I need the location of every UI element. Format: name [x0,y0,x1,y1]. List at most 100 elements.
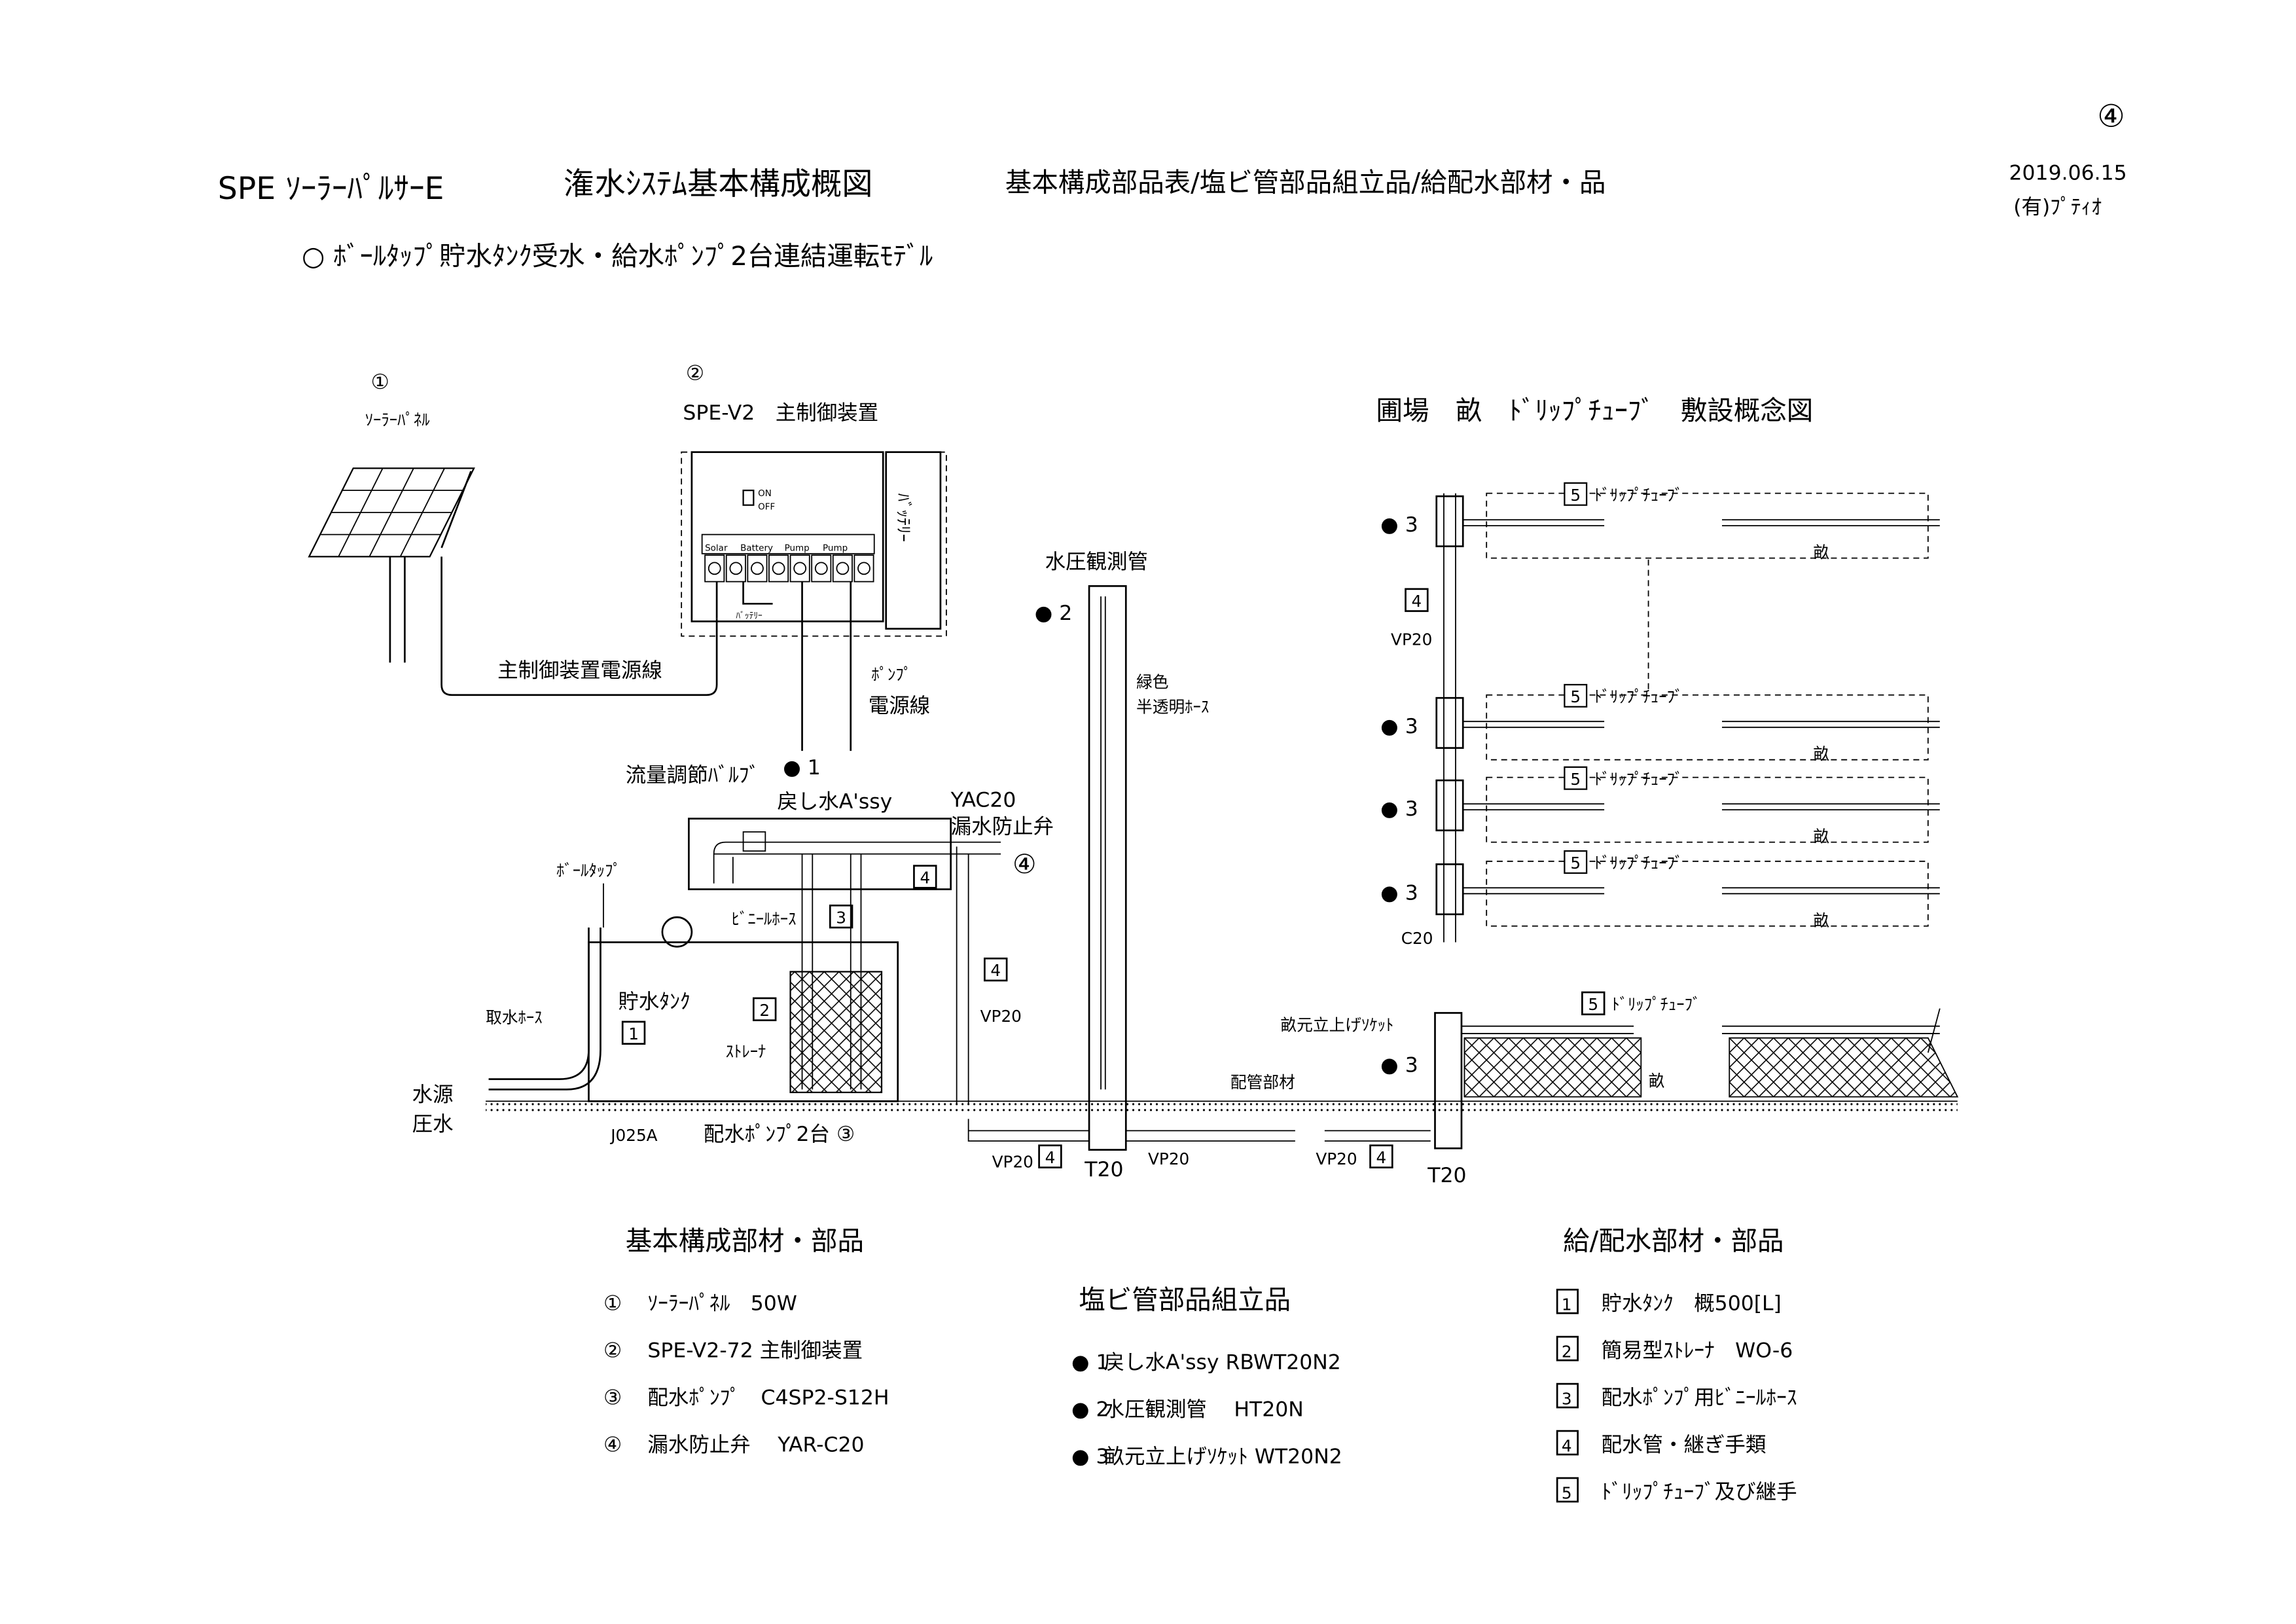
item-num: 4 [1562,1437,1572,1456]
hose-label-2: 半透明ﾎｰｽ [1136,698,1209,717]
t20-label-1: T20 [1084,1158,1123,1182]
ball-tap-label: ﾎﾞｰﾙﾀｯﾌﾟ [556,861,621,880]
part-box-4a: 4 [913,865,937,889]
company-name: (有)ﾌﾟﾃｨｵ [2013,195,2102,219]
ridge-mound-1 [1463,1037,1642,1098]
item-name: 配水管・継ぎ手類 [1602,1434,1767,1457]
item-num: ● 3 [1071,1445,1109,1469]
terminal-screw [832,554,853,583]
svg-text:2: 2 [759,1001,770,1020]
item-name: SPE-V2-72 主制御装置 [647,1339,863,1363]
item-name: 簡易型ｽﾄﾚｰﾅ WO-6 [1602,1339,1793,1363]
part-box-3: 3 [829,904,853,929]
terminal-screw [789,554,810,583]
vp20-label-2: VP20 [992,1153,1033,1172]
pump-cable-label-1: ﾎﾟﾝﾌﾟ [871,665,912,684]
item-num: ● 1 [1071,1351,1109,1375]
item-num: ③ [603,1386,622,1410]
terminal-pump-2: Pump [823,543,848,553]
float-ball-icon [661,916,693,948]
power-switch[interactable] [742,490,755,506]
pumps-label: 配水ﾎﾟﾝﾌﾟ2台 ③ [704,1123,855,1146]
part-box-1: 1 [621,1020,646,1045]
part-box-4d: 4 [1369,1144,1393,1168]
return-assy-num: ● 1 [783,756,820,780]
doc-title: SPE ｿｰﾗｰﾊﾟﾙｻｰE [218,171,444,207]
part-box-5 [1564,482,1588,506]
terminal-screw [704,554,725,583]
list-item: 4 配水管・継ぎ手類 [1556,1430,1767,1457]
model-name: ○ ﾎﾞｰﾙﾀｯﾌﾟ貯水ﾀﾝｸ受水・給水ﾎﾟﾝﾌﾟ2台連結運転ﾓﾃﾞﾙ [302,240,933,272]
ground-line [486,1101,1958,1113]
vp20-label-1: VP20 [980,1007,1022,1026]
pvc-list-title: 塩ビ管部品組立品 [1079,1284,1291,1315]
return-assy-label: 戻し水A'ssy [777,790,892,814]
part-box-4e: 4 [1405,588,1429,612]
leak-valve-num: ④ [1013,848,1036,880]
ridge-label: 畝 [1813,827,1829,846]
item-num: 3 [1562,1390,1572,1409]
page-number: ④ [2097,99,2125,135]
piping-label: 配管部材 [1230,1073,1295,1092]
ctrl-label: SPE-V2 主制御装置 [683,401,878,425]
part-box-5 [1564,850,1588,874]
doc-date: 2019.06.15 [2009,162,2127,185]
pump-cable-label-2: 電源線 [869,695,930,718]
part-box-5-label: 5 [1570,486,1581,505]
item-name: ﾄﾞﾘｯﾌﾟﾁｭｰﾌﾞ及び継手 [1602,1481,1797,1504]
leak-valve-label: 漏水防止弁 [951,815,1054,839]
list-item: ④ 漏水防止弁 YAR-C20 [603,1434,865,1457]
part-box-5e: 5 [1581,991,1605,1016]
gauge-num: ● 2 [1035,602,1072,625]
svg-text:5: 5 [1588,995,1598,1014]
terminal-screw [811,554,832,583]
socket-num: ● 3 [1380,715,1418,738]
terminal-battery: Battery [740,543,773,553]
part-box-5-label: 5 [1570,854,1581,873]
field-title: 圃場 畝 ﾄﾞﾘｯﾌﾟﾁｭｰﾌﾞ 敷設概念図 [1376,395,1814,426]
drip-tube-label: ﾄﾞﾘｯﾌﾟﾁｭｰﾌﾞ [1594,854,1683,873]
item-num: ② [603,1339,622,1363]
source-label-1: 水源 [412,1083,454,1106]
svg-text:4: 4 [920,869,930,888]
flow-valve-label: 流量調節ﾊﾞﾙﾌﾞ [626,763,760,787]
part-box-5 [1564,766,1588,790]
c20-label: C20 [1401,929,1433,948]
item-name: 漏水防止弁 YAR-C20 [647,1434,864,1457]
socket-num: ● 3 [1380,797,1418,821]
gauge-label: 水圧観測管 [1045,550,1148,573]
part-box-5 [1564,683,1588,708]
solar-label: ｿｰﾗｰﾊﾟﾈﾙ [365,410,430,429]
item-num: ④ [603,1434,622,1457]
terminal-pump-1: Pump [785,543,810,553]
part-box-2: 2 [752,997,777,1022]
drip-tube-label: ﾄﾞﾘｯﾌﾟﾁｭｰﾌﾞ [1594,770,1683,789]
t20-label-2: T20 [1427,1164,1466,1187]
controller-unit: ON OFF Solar Battery Pump Pump ﾊﾞｯﾃﾘｰ ﾊﾞ… [681,451,947,751]
vp20-label-3: VP20 [1148,1149,1189,1168]
switch-off-label: OFF [758,501,775,512]
vinyl-hose-label: ﾋﾞﾆｰﾙﾎｰｽ [732,910,797,929]
item-name: 畝元立上げｿｹｯﾄ WT20N2 [1104,1445,1342,1469]
drip-row: ● 3 5 ﾄﾞﾘｯﾌﾟﾁｭｰﾌﾞ 畝 [1380,766,1940,846]
part-box-4b: 4 [984,957,1008,982]
doc-subtitle: 潅水ｼｽﾃﾑ基本構成概図 [564,166,872,202]
battery-wire-label: ﾊﾞｯﾃﾘｰ [736,611,762,621]
part-box-5-label: 5 [1570,687,1581,706]
basic-list-title: 基本構成部材・部品 [626,1225,864,1256]
ridge-label: 畝 [1813,543,1829,562]
part-box-5-label: 5 [1570,770,1581,789]
ridge-label: 畝 [1813,911,1829,930]
intake-hose-label: 取水ﾎｰｽ [486,1008,543,1027]
solar-panel-icon [308,467,475,663]
ridge-label-bottom: 畝 [1649,1072,1665,1091]
strainer-label: ｽﾄﾚｰﾅ [726,1042,766,1061]
svg-text:1: 1 [628,1024,639,1043]
doc-contents: 基本構成部品表/塩ビ管部品組立品/給配水部材・品 [1005,167,1606,198]
